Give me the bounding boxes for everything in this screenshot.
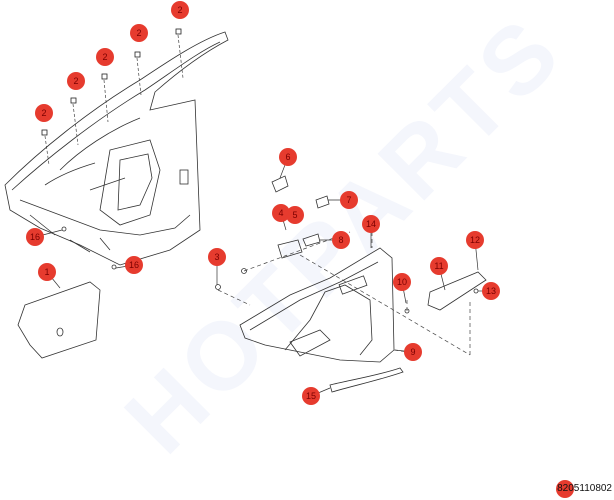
- small-parts: [61, 175, 479, 314]
- callout-label: 1: [44, 267, 49, 277]
- callout-13[interactable]: 13: [482, 282, 500, 300]
- clip-leaders: [44, 34, 184, 166]
- callout-label: 2: [102, 52, 107, 62]
- callout-15[interactable]: 15: [302, 387, 320, 405]
- callout-label: 15: [306, 391, 316, 401]
- callout-label: 11: [434, 261, 443, 271]
- callout-label: 13: [486, 286, 496, 296]
- armrest: [329, 367, 404, 393]
- callout-label: 7: [346, 195, 351, 205]
- callout-label: 16: [30, 232, 40, 242]
- callouts: 1 2 2 2 2 2 2 3: [26, 1, 500, 405]
- clip-icons: [41, 28, 182, 136]
- callout-3[interactable]: 3: [208, 248, 226, 266]
- callout-2[interactable]: 2: [96, 48, 114, 66]
- callout-label: 3: [214, 252, 219, 262]
- callout-label: 12: [470, 235, 480, 245]
- reference-code: 8205110802: [557, 483, 612, 494]
- callout-16[interactable]: 16: [26, 228, 44, 246]
- grip-cover: [427, 271, 487, 311]
- callout-16[interactable]: 16: [125, 256, 143, 274]
- callout-label: 2: [136, 28, 141, 38]
- door-frame: [4, 31, 229, 266]
- callout-label: 10: [397, 277, 407, 287]
- callout-leaders: [34, 156, 491, 397]
- callout-7[interactable]: 7: [340, 191, 358, 209]
- callout-2[interactable]: 2: [35, 104, 53, 122]
- callout-label: 14: [366, 219, 376, 229]
- callout-label: 4: [278, 208, 283, 218]
- callout-label: 2: [73, 76, 78, 86]
- callout-label: 5: [292, 210, 297, 220]
- callout-12[interactable]: 12: [466, 231, 484, 249]
- callout-10[interactable]: 10: [393, 273, 411, 291]
- callout-label: 2: [177, 5, 182, 15]
- reference-marker: [556, 480, 574, 498]
- callout-label: 8: [338, 235, 343, 245]
- callout-label: 6: [285, 152, 290, 162]
- callout-label: 9: [410, 347, 415, 357]
- callout-label: 16: [129, 260, 139, 270]
- callout-14[interactable]: 14: [362, 215, 380, 233]
- insulation-sheet: [17, 281, 101, 359]
- callout-11[interactable]: 11: [430, 257, 448, 275]
- door-trim-panel: [239, 247, 395, 363]
- callout-2[interactable]: 2: [130, 24, 148, 42]
- callout-2[interactable]: 2: [67, 72, 85, 90]
- callout-2[interactable]: 2: [171, 1, 189, 19]
- callout-5[interactable]: 5: [286, 206, 304, 224]
- callout-4[interactable]: 4: [272, 204, 290, 222]
- callout-9[interactable]: 9: [404, 343, 422, 361]
- callout-8[interactable]: 8: [332, 231, 350, 249]
- callout-6[interactable]: 6: [279, 148, 297, 166]
- callout-label: 2: [41, 108, 46, 118]
- callout-1[interactable]: 1: [38, 263, 56, 281]
